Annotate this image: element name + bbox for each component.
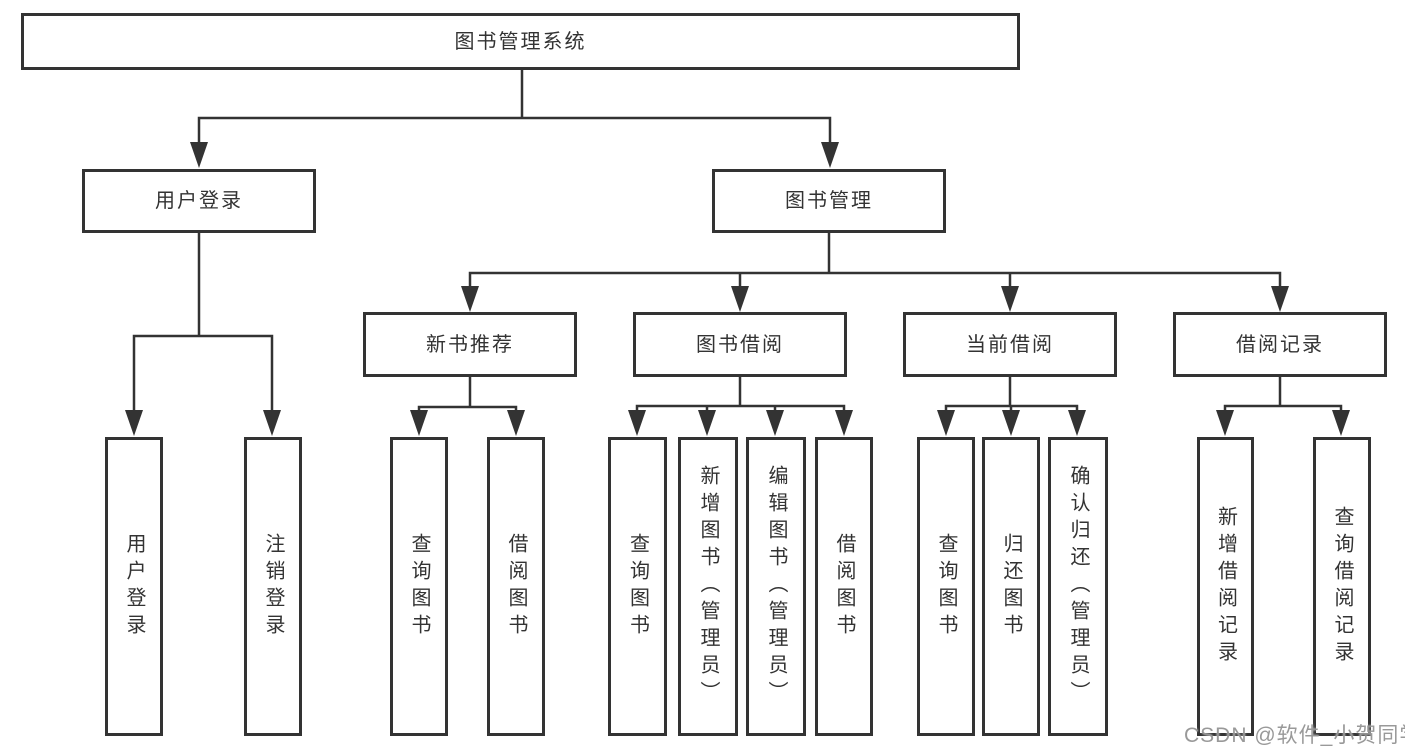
node-leaf-borrow-books-recommend: 借阅图书 [487, 437, 545, 736]
arrowhead [1002, 410, 1020, 436]
arrowhead [410, 410, 428, 436]
arrowhead [263, 410, 281, 436]
node-leaf-edit-books-admin: 编辑图书（管理员） [746, 437, 806, 736]
arrowhead [628, 410, 646, 436]
node-current-borrowing: 当前借阅 [903, 312, 1117, 377]
node-leaf-add-books-admin: 新增图书（管理员） [678, 437, 738, 736]
arrowhead [731, 286, 749, 312]
node-leaf-confirm-return-admin: 确认归还（管理员） [1048, 437, 1108, 736]
node-leaf-user-login: 用户登录 [105, 437, 163, 736]
csdn-watermark: CSDN @软件_小贺同学 [1184, 724, 1405, 747]
arrowhead [835, 410, 853, 436]
arrowhead [1068, 410, 1086, 436]
arrowhead [1001, 286, 1019, 312]
node-leaf-query-borrow-record: 查询借阅记录 [1313, 437, 1371, 736]
connector-segments [132, 67, 1343, 414]
arrowhead [461, 286, 479, 312]
arrowhead [1216, 410, 1234, 436]
node-leaf-query-books-borrow: 查询图书 [608, 437, 667, 736]
arrowhead [698, 410, 716, 436]
node-leaf-return-books: 归还图书 [982, 437, 1040, 736]
arrowheads [125, 142, 1350, 436]
node-leaf-borrow-books: 借阅图书 [815, 437, 873, 736]
node-leaf-logout: 注销登录 [244, 437, 302, 736]
node-leaf-query-books-recommend: 查询图书 [390, 437, 448, 736]
node-book-borrowing: 图书借阅 [633, 312, 847, 377]
node-borrowing-records: 借阅记录 [1173, 312, 1387, 377]
arrowhead [125, 410, 143, 436]
node-leaf-add-borrow-record: 新增借阅记录 [1197, 437, 1254, 736]
arrowhead [1271, 286, 1289, 312]
node-user-login: 用户登录 [82, 169, 316, 233]
node-book-management: 图书管理 [712, 169, 946, 233]
arrowhead [937, 410, 955, 436]
node-library-management-system: 图书管理系统 [21, 13, 1020, 70]
node-new-book-recommendation: 新书推荐 [363, 312, 577, 377]
arrowhead [821, 142, 839, 168]
arrowhead [190, 142, 208, 168]
arrowhead [1332, 410, 1350, 436]
node-leaf-query-books-current: 查询图书 [917, 437, 975, 736]
arrowhead [507, 410, 525, 436]
arrowhead [766, 410, 784, 436]
